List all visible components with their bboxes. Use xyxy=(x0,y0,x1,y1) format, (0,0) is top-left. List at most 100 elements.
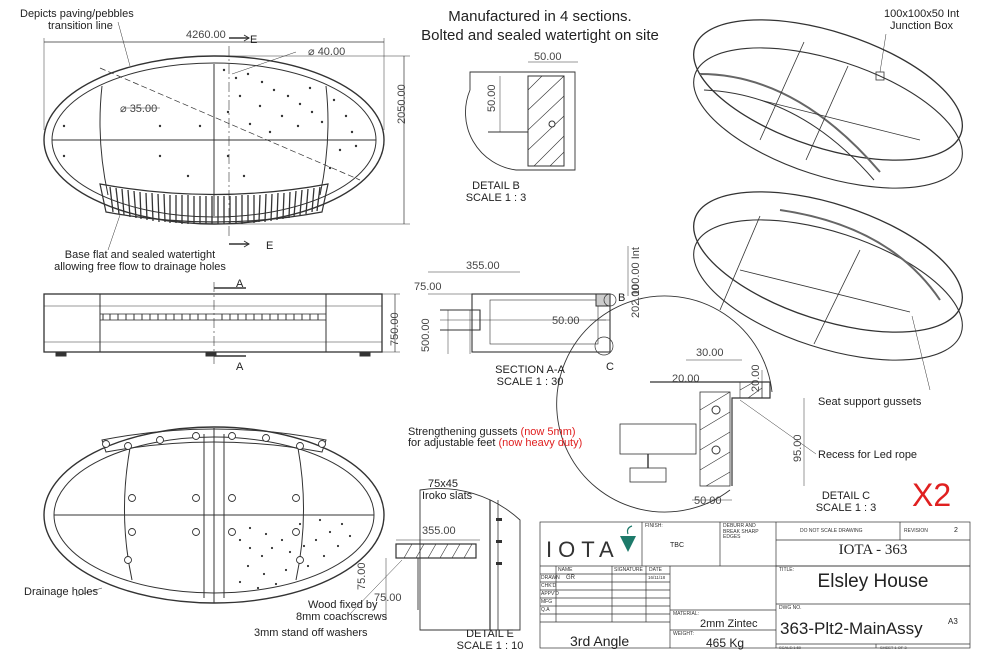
drawn-date: 16/11/18 xyxy=(648,575,666,580)
header-line-1: Manufactured in 4 sections. xyxy=(448,8,632,25)
dim-diameter-35: ⌀ 35.00 xyxy=(120,103,158,115)
dim-40: 40.00 xyxy=(317,46,346,58)
slats-note-1: 75x45 xyxy=(428,478,458,490)
dim-detail-c-20-v: 20.00 xyxy=(750,364,762,392)
dim-detail-c-20-h: 20.00 xyxy=(672,373,700,385)
dim-diameter-40: ⌀ 40.00 xyxy=(308,46,346,58)
weight-value: 465 Kg xyxy=(706,636,745,650)
title-label: TITLE: xyxy=(779,567,795,573)
dim-section-50: 50.00 xyxy=(552,315,580,327)
row-checked: CHK'D xyxy=(541,583,557,589)
scale-label: SCALE:1:50 xyxy=(779,645,802,650)
detail-e-scale: SCALE 1 : 10 xyxy=(456,640,524,652)
dim-detail-b-50-h: 50.00 xyxy=(534,51,562,63)
marker-a-top: A xyxy=(236,278,244,290)
section-title: SECTION A-A xyxy=(495,364,565,376)
gussets-red-2: (now heavy duty) xyxy=(498,437,583,449)
detail-e-title: DETAIL E xyxy=(466,628,514,640)
junction-note-1: 100x100x50 Int xyxy=(884,8,960,20)
iota-logo: IOTA xyxy=(546,537,620,562)
col-date: DATE xyxy=(649,567,662,573)
row-drawn: DRAWN xyxy=(541,575,560,581)
projection-label: 3rd Angle xyxy=(570,633,630,649)
dwg-number: 363-Plt2-MainAssy xyxy=(780,619,923,638)
material-label: MATERIAL: xyxy=(673,611,700,617)
marker-e-top: E xyxy=(250,34,258,46)
do-not-scale: DO NOT SCALE DRAWING xyxy=(800,528,863,534)
detail-b-title: DETAIL B xyxy=(472,180,520,192)
detail-c xyxy=(556,295,817,513)
junction-note-2: Junction Box xyxy=(890,20,953,32)
dim-detail-e-75-h: 75.00 xyxy=(374,592,402,604)
sheet-number: SHEET 1 OF 3 xyxy=(880,645,907,650)
project-number: IOTA - 363 xyxy=(838,542,908,558)
washers-note: 3mm stand off washers xyxy=(254,627,368,639)
dim-section-500: 500.00 xyxy=(420,318,432,352)
dim-section-355: 355.00 xyxy=(466,260,500,272)
slats-note-2: Iroko slats xyxy=(422,490,473,502)
detail-b-scale: SCALE 1 : 3 xyxy=(465,192,527,204)
row-qa: Q.A xyxy=(541,607,550,613)
front-elevation xyxy=(43,282,400,364)
paving-note-1: Depicts paving/pebbles xyxy=(20,8,134,20)
weight-label: WEIGHT: xyxy=(673,631,694,637)
drawing-title: Elsley House xyxy=(817,571,929,592)
marker-e-bottom: E xyxy=(266,240,274,252)
top-view-ellipse xyxy=(43,21,410,251)
dim-4260: 4260.00 xyxy=(186,29,226,41)
dim-detail-e-355: 355.00 xyxy=(422,525,456,537)
seat-support-note: Seat support gussets xyxy=(818,396,922,408)
dim-section-202: 202.00 xyxy=(630,284,642,318)
drawn-name: GR xyxy=(566,575,575,581)
logo-leaf-icon xyxy=(620,525,636,552)
recess-note: Recess for Led rope xyxy=(818,449,918,461)
dim-750: 750.00 xyxy=(389,312,401,346)
row-mfg: MFG xyxy=(541,599,553,605)
dim-2050: 2050.00 xyxy=(396,84,408,124)
detail-b xyxy=(465,61,578,171)
row-approved: APPV'D xyxy=(541,591,559,597)
dim-35: 35.00 xyxy=(129,103,158,115)
base-note-2: allowing free flow to drainage holes xyxy=(54,261,226,273)
dim-detail-c-50: 50.00 xyxy=(694,495,722,507)
revision-value: 2 xyxy=(954,527,958,534)
wood-note-2: 8mm coachscrews xyxy=(296,611,388,623)
dim-detail-c-95: 95.00 xyxy=(792,434,804,462)
finish-label: FINISH: xyxy=(645,523,663,529)
detail-c-title: DETAIL C xyxy=(821,490,871,502)
col-signature: SIGNATURE xyxy=(614,567,643,573)
marker-c: C xyxy=(606,361,614,373)
detail-e xyxy=(349,488,521,631)
dim-section-75: 75.00 xyxy=(414,281,442,293)
quantity-label: X2 xyxy=(912,477,952,513)
detail-c-scale: SCALE 1 : 3 xyxy=(815,502,877,514)
sheet-size: A3 xyxy=(948,617,958,626)
marker-a-bottom: A xyxy=(236,361,244,373)
header-line-2: Bolted and sealed watertight on site xyxy=(421,27,659,44)
gussets-text-2: for adjustable feet xyxy=(408,437,496,449)
paving-note-2: transition line xyxy=(48,20,113,32)
drainage-note: Drainage holes xyxy=(24,586,98,598)
col-name: NAME xyxy=(558,567,573,573)
deburr-note: DEBURR AND BREAK SHARP EDGES xyxy=(723,523,759,540)
dwg-label: DWG NO. xyxy=(779,605,802,611)
base-note-1: Base flat and sealed watertight xyxy=(64,249,216,261)
gussets-note-2: for adjustable feet (now heavy duty) xyxy=(408,437,582,449)
revision-label: REVISION xyxy=(904,528,928,534)
wood-note-1: Wood fixed by xyxy=(308,599,378,611)
isometric-view-top xyxy=(693,19,963,189)
dim-detail-b-50-v: 50.00 xyxy=(486,84,498,112)
dim-detail-e-75-v: 75.00 xyxy=(356,562,368,590)
dim-detail-c-30: 30.00 xyxy=(696,347,724,359)
isometric-view-bottom xyxy=(693,191,963,391)
material-value: 2mm Zintec xyxy=(700,618,758,630)
section-a-a xyxy=(428,246,629,356)
marker-b: B xyxy=(618,292,626,304)
title-block-lines xyxy=(539,521,971,649)
gussets-note-1: Strengthening gussets (now 5mm) xyxy=(408,426,576,438)
finish-value: TBC xyxy=(670,542,684,549)
gussets-red-1: (now 5mm) xyxy=(520,426,576,438)
gussets-text-1: Strengthening gussets xyxy=(408,426,518,438)
